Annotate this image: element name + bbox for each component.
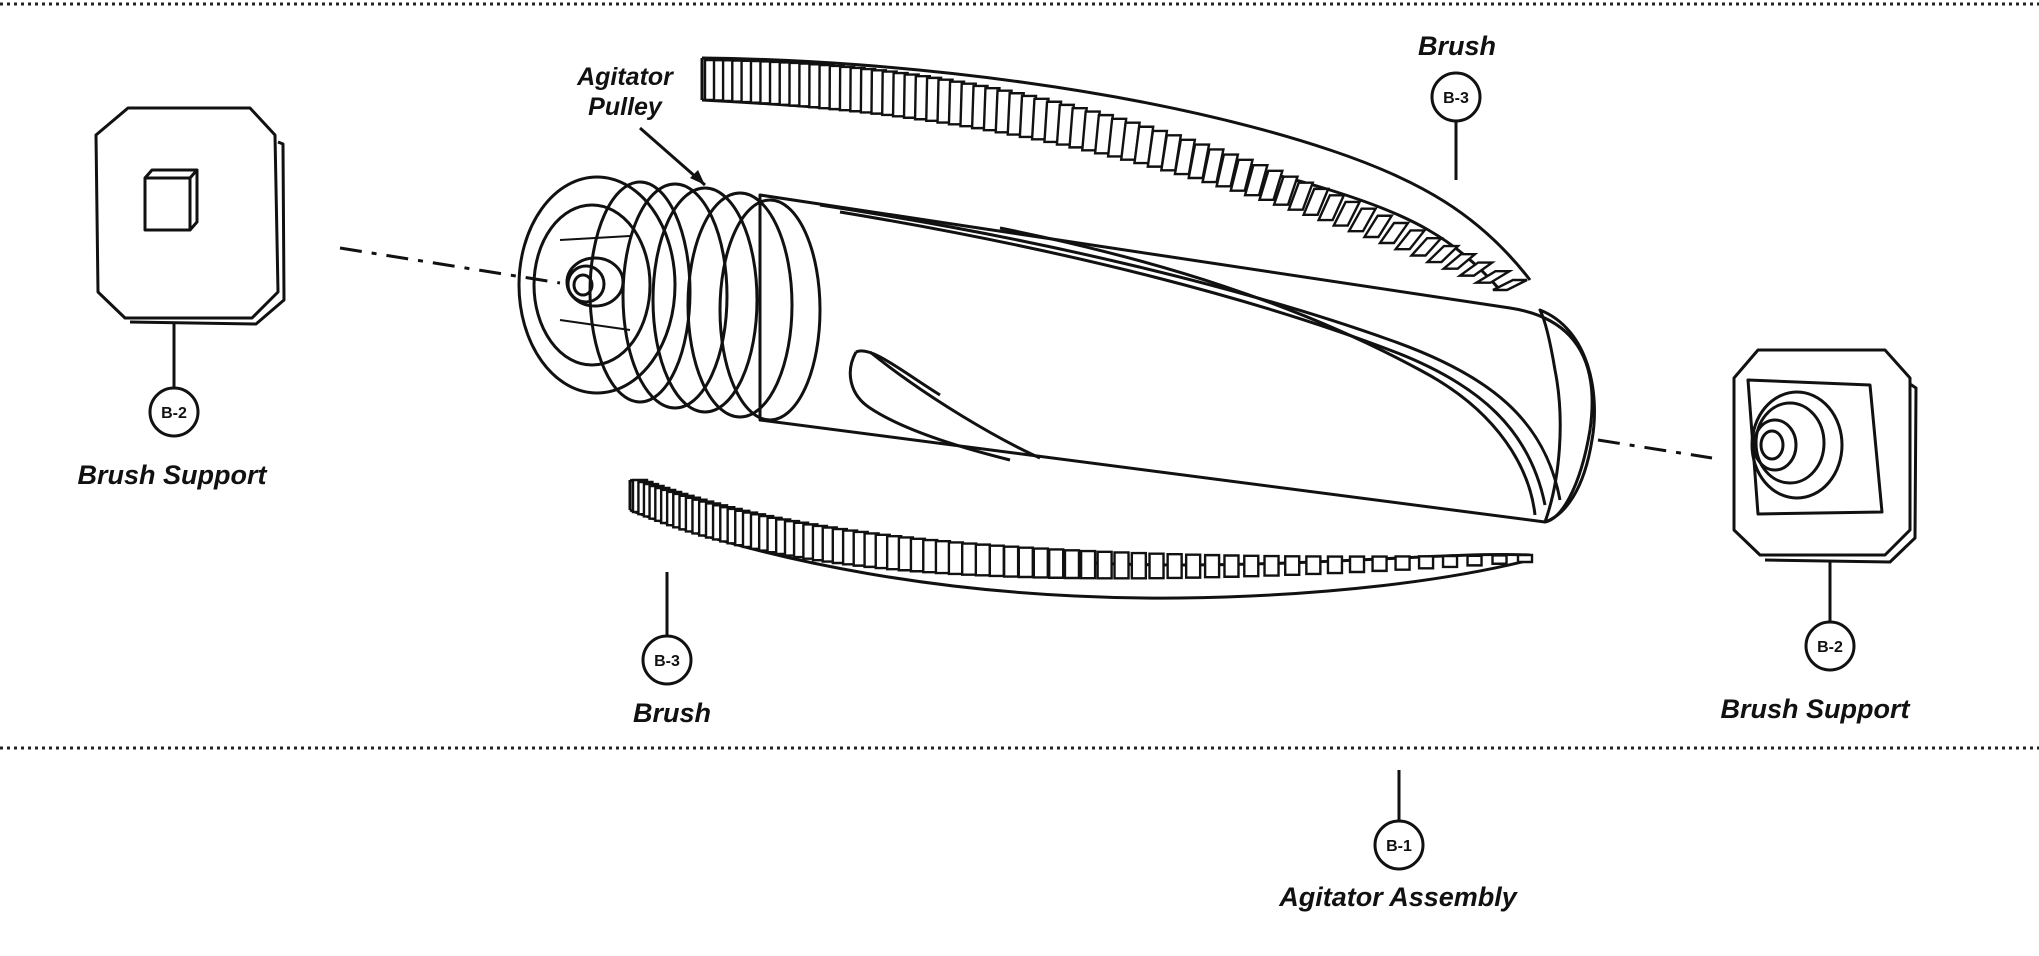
- bristle-tuft: [1492, 278, 1528, 292]
- left-axis-dash: [339, 246, 561, 285]
- bristle-tuft: [1301, 187, 1331, 216]
- bristle-tuft: [1229, 158, 1255, 192]
- badge-support-right: B-2: [1804, 620, 1856, 672]
- bristle-tuft: [1305, 555, 1322, 576]
- bristle-tuft: [1394, 555, 1411, 571]
- badge-support-left: B-2: [148, 386, 200, 438]
- brush-support-left: [94, 106, 286, 326]
- bristle-tuft: [1516, 553, 1534, 564]
- bristle-tuft: [1371, 555, 1388, 573]
- bristle-tuft: [1148, 552, 1165, 580]
- bristle-tuft: [1063, 549, 1081, 580]
- badge-brush-top: B-3: [1430, 71, 1482, 123]
- label-brush-bottom: Brush: [633, 698, 711, 728]
- badge-brush-bottom: B-3: [641, 634, 693, 686]
- label-support-right: Brush Support: [1721, 694, 1911, 724]
- svg-text:B-2: B-2: [161, 405, 187, 422]
- bristle-tuft: [1393, 229, 1427, 251]
- bristle-tuft: [1441, 554, 1459, 569]
- bristle-tuft: [1002, 545, 1020, 578]
- bristle-tuft: [1472, 269, 1514, 284]
- bristle-tuft: [947, 541, 965, 576]
- bristle-tuft: [1203, 553, 1221, 579]
- bristle-tuft: [1491, 554, 1508, 565]
- right-axis-dash: [1597, 438, 1713, 460]
- agitator-roll: [517, 175, 1596, 524]
- svg-text:B-3: B-3: [1443, 90, 1469, 107]
- bristle-tuft: [1440, 253, 1479, 270]
- label-agitator-assembly: Agitator Assembly: [1278, 882, 1519, 912]
- svg-text:B-3: B-3: [654, 653, 680, 670]
- bristle-tuft: [1184, 553, 1202, 579]
- bristle-tuft: [1284, 555, 1301, 576]
- svg-text:B-2: B-2: [1817, 639, 1843, 656]
- bristle-tuft: [988, 544, 1005, 578]
- bristle-tuft: [1417, 555, 1435, 570]
- bristle-tuft: [1243, 554, 1260, 578]
- bristle-tuft: [1346, 207, 1378, 233]
- bristle-tuft: [1331, 200, 1362, 227]
- label-brush-top: Brush: [1418, 31, 1496, 61]
- bristle-tuft: [1096, 550, 1113, 580]
- bristle-tuft: [974, 543, 992, 577]
- bristle-tuft: [1424, 244, 1461, 264]
- brush-support-right: [1732, 348, 1918, 564]
- bristle-tuft: [1272, 175, 1300, 206]
- brush-strip-bottom: [628, 478, 1534, 600]
- bristle-tuft: [1263, 554, 1280, 577]
- bristle-tuft: [1079, 549, 1097, 580]
- bristle-tuft: [1257, 169, 1284, 202]
- label-agitator-pulley-line2: Pulley: [588, 93, 663, 121]
- svg-text:B-1: B-1: [1386, 838, 1412, 855]
- leader-arrowhead: [690, 170, 705, 185]
- bristle-tuft: [1017, 546, 1034, 579]
- bristle-tuft: [1466, 554, 1483, 567]
- bristle-tuft: [1130, 551, 1148, 580]
- bristle-tuft: [1326, 555, 1344, 575]
- bristle-tuft: [1377, 221, 1411, 245]
- badge-agitator-assembly: B-1: [1373, 819, 1425, 871]
- bristle-tuft: [1215, 153, 1240, 188]
- bristle-tuft: [1243, 164, 1269, 197]
- bristle-tuft: [961, 542, 978, 576]
- label-agitator-pulley-line1: Agitator: [576, 63, 674, 91]
- bristle-tuft: [1048, 548, 1065, 579]
- bristle-tuft: [1408, 236, 1444, 257]
- bristle-tuft: [1316, 194, 1346, 222]
- bristle-tuft: [1032, 547, 1050, 579]
- bristle-tuft: [1362, 214, 1394, 239]
- bristle-tuft: [1223, 554, 1240, 578]
- brush-strip-top: [700, 56, 1532, 292]
- label-support-left: Brush Support: [78, 460, 268, 490]
- bristle-tuft: [1113, 551, 1130, 580]
- bristle-tuft: [1348, 555, 1366, 574]
- bristle-tuft: [1287, 181, 1315, 211]
- bristle-tuft: [1166, 553, 1183, 580]
- bristle-tuft: [1456, 261, 1496, 277]
